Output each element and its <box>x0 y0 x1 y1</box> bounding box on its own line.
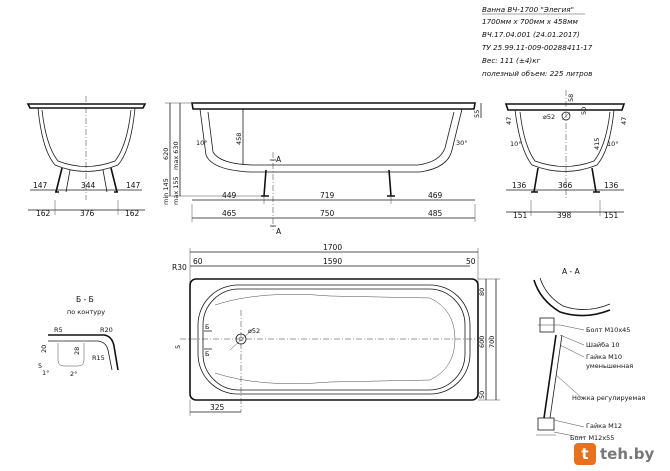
section-a-bolt-m12: Болт М12х55 <box>570 434 614 442</box>
spec-line-code: ВЧ.17.04.001 (24.01.2017) <box>482 30 580 39</box>
plan-sec-b-top: Б <box>205 323 209 331</box>
front-view: 147 344 147 162 376 162 <box>26 96 147 218</box>
section-b-a1: 1° <box>42 369 49 377</box>
section-a-nut-m12: Гайка М12 <box>586 422 622 430</box>
plan-dim-50b: 50 <box>478 391 486 399</box>
end-dim-151r: 151 <box>604 211 619 220</box>
side-dim-719: 719 <box>320 191 335 200</box>
section-a-nut-reduced: уменьшенная <box>586 362 633 370</box>
section-b-20: 20 <box>40 345 48 353</box>
side-dim-145: min 145 <box>162 178 170 205</box>
plan-dim-1590: 1590 <box>323 257 342 266</box>
spec-line-tu: ТУ 25.99.11-009-00288411-17 <box>482 43 593 52</box>
end-dim-47r: 47 <box>620 117 628 125</box>
spec-line-weight: Вес: 111 (±4)кг <box>482 56 541 65</box>
section-b-r5: R5 <box>54 326 63 334</box>
section-b-r15: R15 <box>92 354 105 362</box>
plan-dim-5: 5 <box>174 345 182 349</box>
section-b-5: 5 <box>38 362 42 370</box>
section-a-top: А <box>276 155 282 164</box>
section-b-subtitle: по контуру <box>67 308 105 316</box>
side-dim-750: 750 <box>320 209 335 218</box>
plan-drain: ⌀52 <box>248 327 260 335</box>
plan-r30: R30 <box>172 263 187 272</box>
spec-block: Ванна ВЧ-1700 "Элегия" 1700мм х 700мм х … <box>482 5 593 78</box>
end-dim-58: 58 <box>567 94 575 102</box>
section-b-a2: 2° <box>70 370 77 378</box>
front-dim-162l: 162 <box>36 209 51 218</box>
end-view: 58 ⌀52 47 47 50 415 10° 10° 136 366 136 … <box>504 90 628 220</box>
side-dim-55: 55 <box>473 110 481 118</box>
section-b-r20: R20 <box>100 326 113 334</box>
plan-view: 1700 60 1590 50 R30 ⌀52 Б Б 5 80 600 700… <box>172 243 500 416</box>
side-dim-155: max 155 <box>172 176 180 205</box>
spec-line-volume: полезный объем: 225 литров <box>482 69 592 78</box>
plan-dim-700: 700 <box>488 336 496 348</box>
plan-dim-600: 600 <box>478 336 486 348</box>
side-dim-630: max 630 <box>172 141 180 170</box>
end-dim-50: 50 <box>580 107 588 115</box>
plan-sec-b-bottom: Б <box>205 350 209 358</box>
end-dim-136r: 136 <box>604 181 619 190</box>
side-dim-449: 449 <box>222 191 237 200</box>
plan-dim-325: 325 <box>210 403 225 412</box>
plan-dim-60: 60 <box>193 257 203 266</box>
section-a-washer: Шайба 10 <box>586 341 620 349</box>
section-b-detail: Б - Б по контуру R5 R20 R15 20 28 1° 2° … <box>38 295 119 378</box>
side-dim-465: 465 <box>222 209 237 218</box>
section-a-detail: А - А Болт М10х45 Шайба 10 Гайка М10 уме… <box>533 267 645 442</box>
section-a-nut-m10: Гайка М10 <box>586 353 622 361</box>
end-dim-136: 136 <box>512 181 527 190</box>
end-angle-10r: 10° <box>607 140 619 148</box>
spec-line-size: 1700мм х 700мм х 458мм <box>482 17 578 26</box>
watermark-logo: t teh.by <box>574 443 664 465</box>
section-b-title: Б - Б <box>76 295 94 304</box>
front-dim-147: 147 <box>33 181 48 190</box>
front-dim-376: 376 <box>80 209 95 218</box>
end-dim-52: ⌀52 <box>543 113 555 121</box>
side-dim-469: 469 <box>428 191 443 200</box>
end-angle-10l: 10° <box>510 140 522 148</box>
end-dim-366: 366 <box>558 181 573 190</box>
end-dim-398: 398 <box>557 211 572 220</box>
section-a-bolt-m10: Болт М10х45 <box>586 326 630 334</box>
front-dim-147b: 147 <box>126 181 141 190</box>
front-dim-162r: 162 <box>125 209 140 218</box>
plan-dim-80: 80 <box>478 288 486 296</box>
end-dim-47l: 47 <box>505 117 513 125</box>
side-dim-458: 458 <box>235 133 243 145</box>
side-angle-30: 30° <box>456 139 468 147</box>
plan-dim-1700: 1700 <box>323 243 342 252</box>
section-a-title: А - А <box>562 267 581 276</box>
section-a-leg: Ножка регулируемая <box>572 394 645 402</box>
side-dim-485: 485 <box>428 209 443 218</box>
plan-dim-50: 50 <box>466 257 476 266</box>
side-angle-10: 10° <box>196 139 208 147</box>
section-a-bottom: А <box>276 227 282 236</box>
side-view: А А 620 max 630 min 145 max 155 458 10° … <box>162 102 482 236</box>
end-dim-415: 415 <box>593 138 601 150</box>
spec-line-title: Ванна ВЧ-1700 "Элегия" <box>482 5 574 14</box>
logo-text: teh.by <box>600 445 655 463</box>
front-dim-344: 344 <box>81 181 96 190</box>
end-dim-151l: 151 <box>513 211 528 220</box>
side-dim-620: 620 <box>162 148 170 160</box>
logo-icon: t <box>574 443 596 465</box>
section-b-28: 28 <box>73 347 81 355</box>
